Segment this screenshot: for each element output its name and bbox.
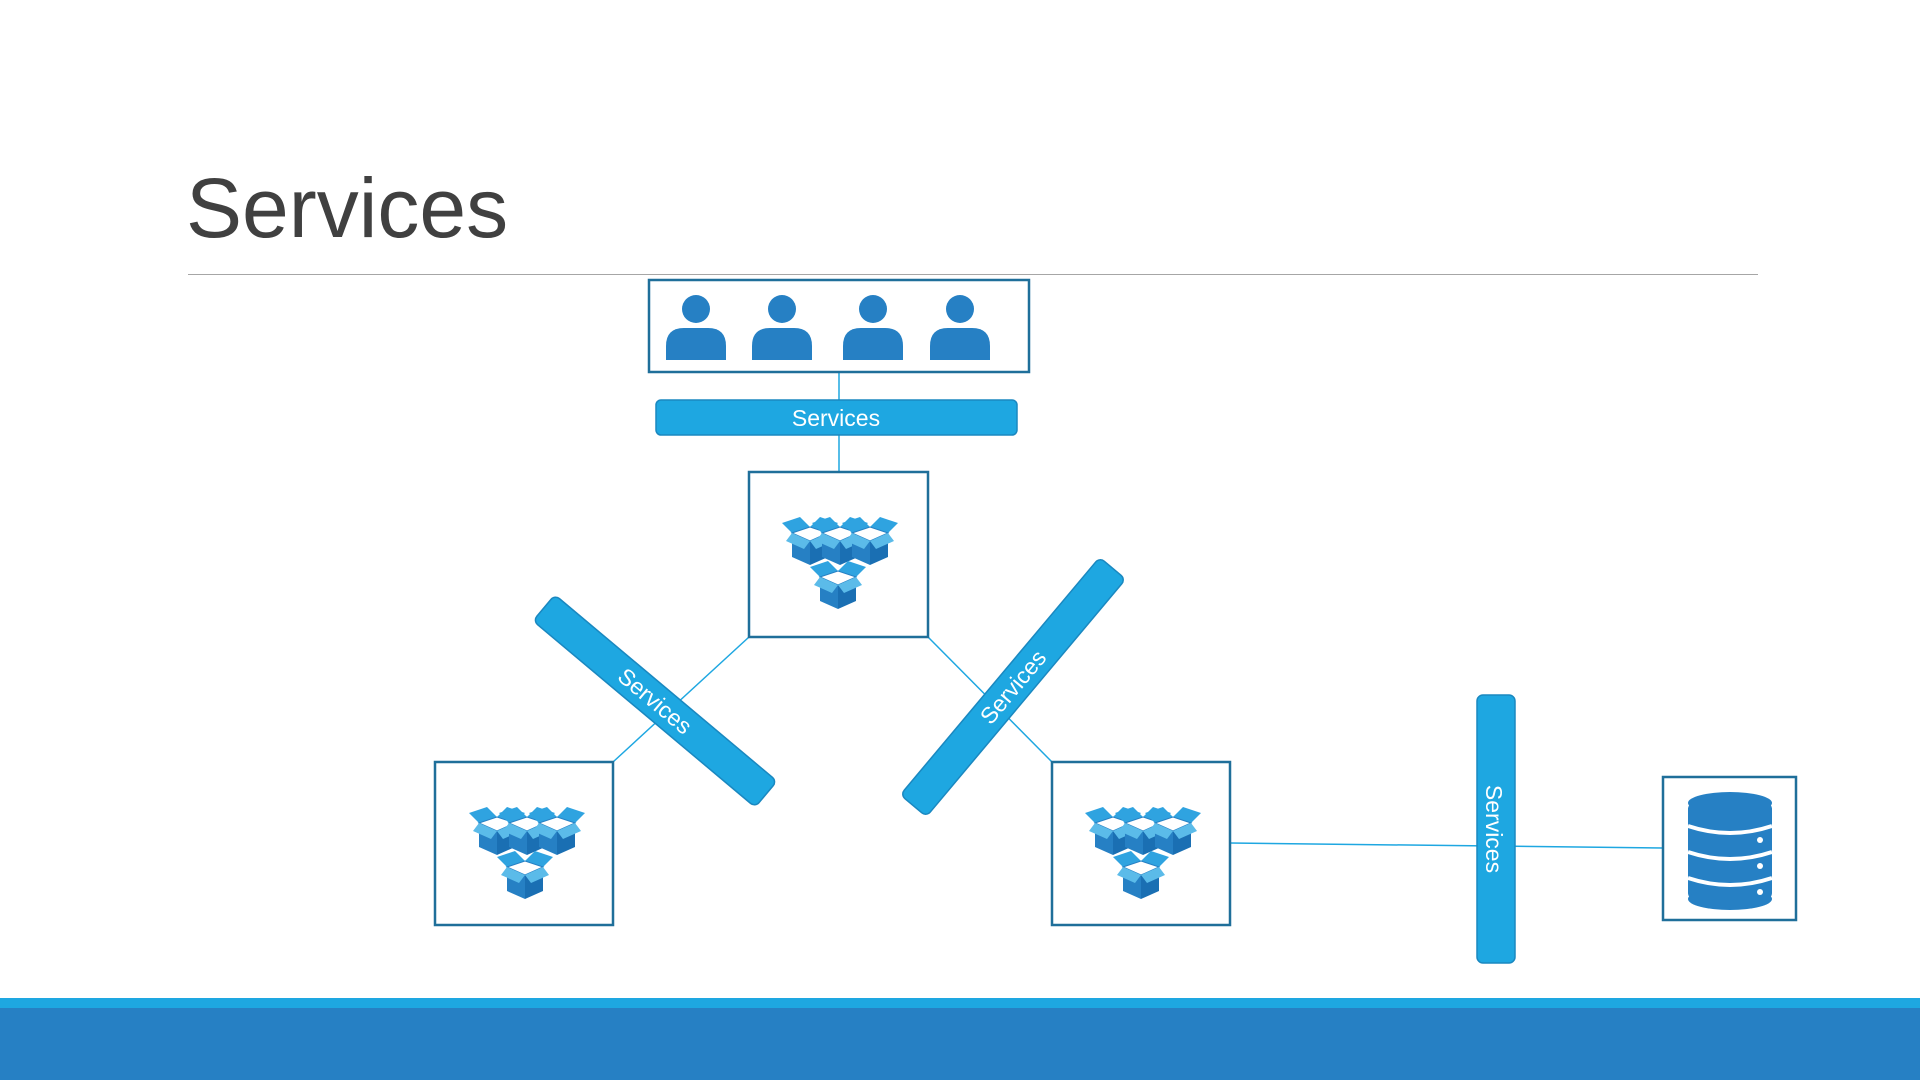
service-bar-vertical-label: Services [1481, 785, 1507, 873]
pod-top[interactable] [747, 470, 930, 639]
service-bar-left-diagonal-label: Services [613, 663, 697, 740]
footer-band [0, 1008, 1920, 1080]
database-icon [1687, 792, 1773, 910]
connector-top-pod-to-left-pod [612, 636, 750, 763]
pod-right[interactable] [1050, 760, 1232, 927]
service-bar-vertical[interactable]: Services [1476, 694, 1516, 964]
pod-left[interactable] [433, 760, 615, 927]
users-group [647, 278, 1031, 374]
slide-title: Services [186, 161, 509, 255]
service-bar-top-label: Services [792, 405, 880, 431]
service-bar-top[interactable]: Services [655, 399, 1018, 436]
database-node[interactable] [1661, 775, 1798, 922]
footer-accent-stripe [0, 998, 1920, 1008]
service-bar-right-diagonal-label: Services [975, 645, 1052, 729]
title-divider [188, 274, 1758, 275]
connector-right-pod-to-database [1229, 842, 1664, 849]
